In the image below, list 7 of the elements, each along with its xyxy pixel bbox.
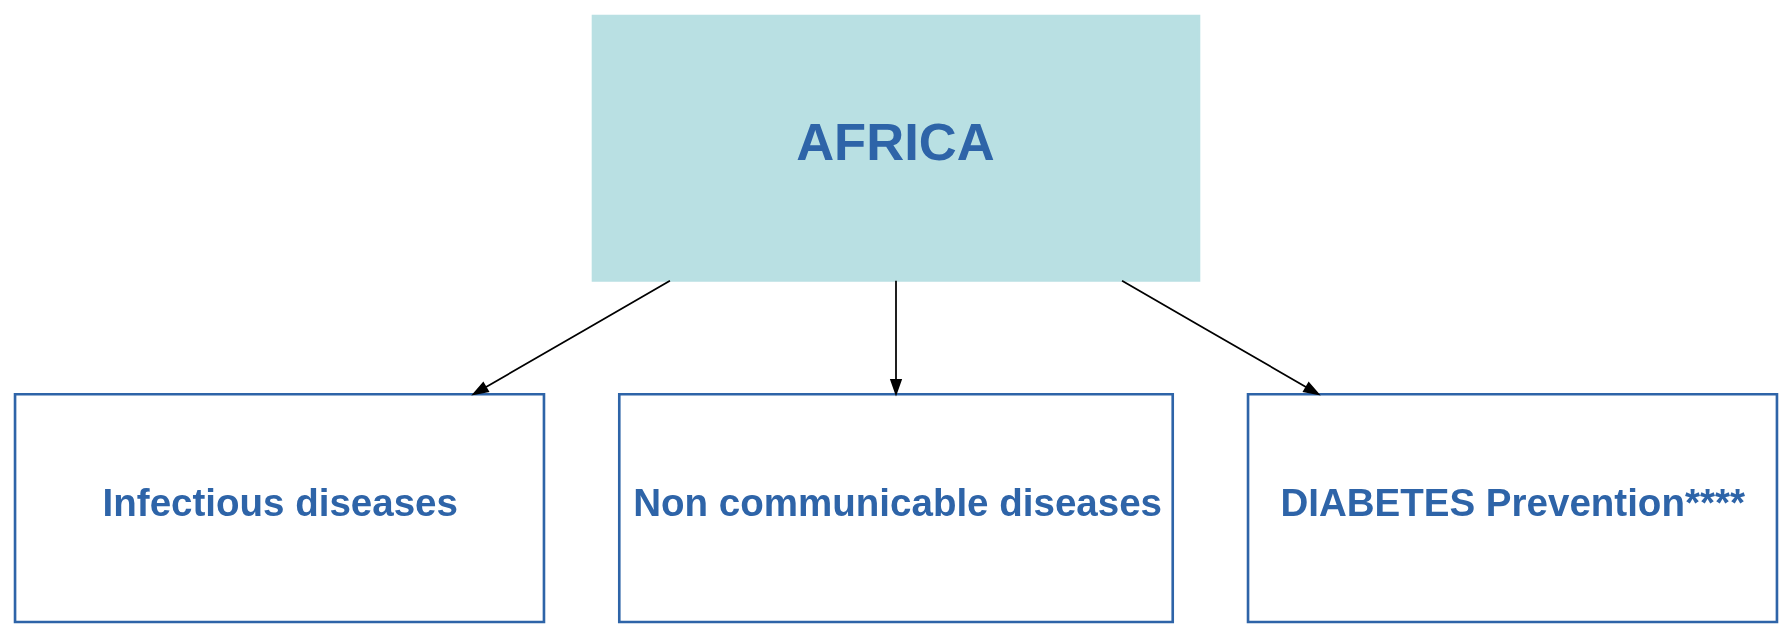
node-box: Infectious diseases [13,392,546,623]
node-box: DIABETES Prevention**** [1246,392,1779,623]
node-box: AFRICA [591,14,1201,282]
node-box: Non communicable diseases [617,392,1175,623]
arrow [889,279,903,397]
arrow [471,279,671,396]
arrow [1121,279,1321,396]
